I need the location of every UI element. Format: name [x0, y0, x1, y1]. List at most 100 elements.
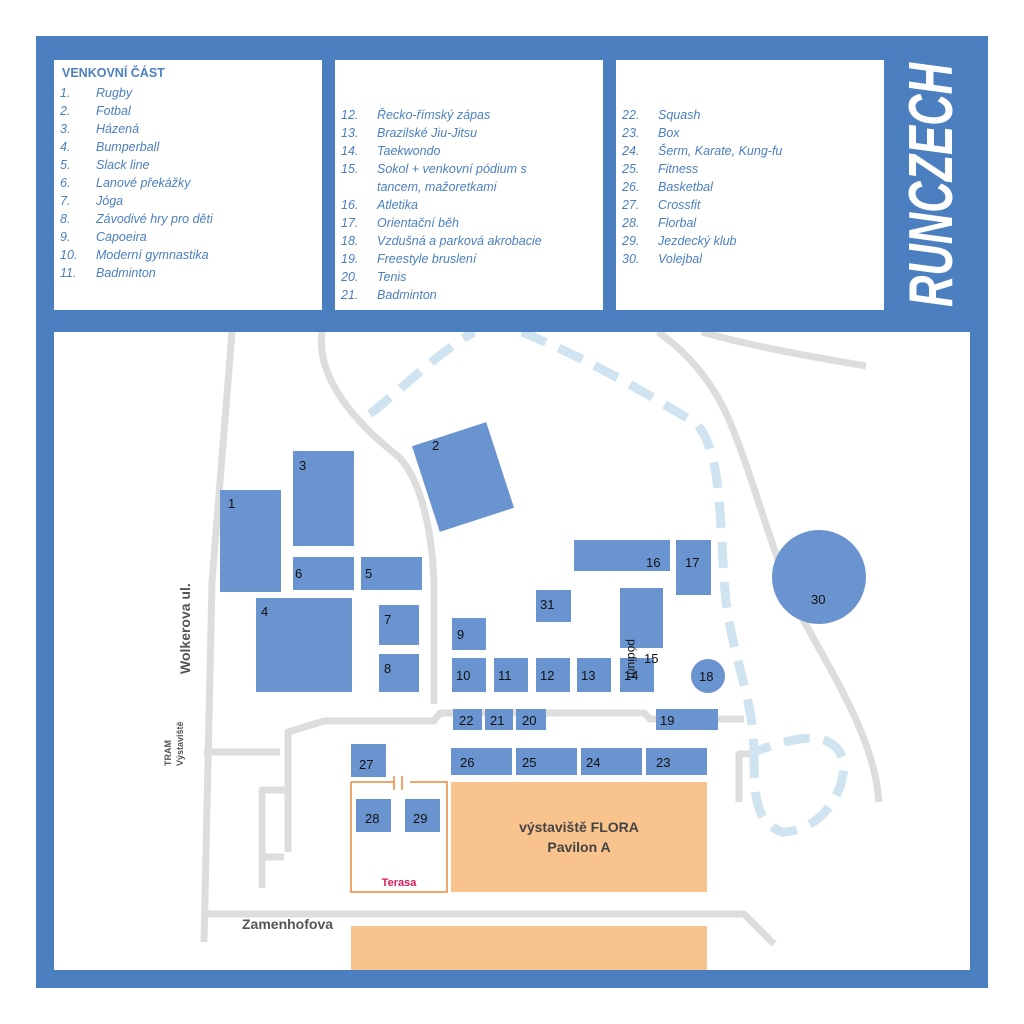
- legend-item-label: Taekwondo: [377, 144, 441, 158]
- route-east-segment: [520, 332, 759, 753]
- zone-19-freestyle-brusleni[interactable]: [656, 709, 718, 730]
- legend-item-number: 18.: [341, 234, 359, 248]
- zone-5-slack-line[interactable]: [361, 557, 422, 590]
- zone-31[interactable]: [536, 590, 571, 622]
- legend-item: 27.Crossfit: [622, 196, 782, 214]
- zone-26-basketbal[interactable]: [451, 748, 512, 775]
- zone-22-squash[interactable]: [453, 709, 482, 730]
- legend-item-label: Slack line: [96, 158, 150, 172]
- zone-30-volejbal[interactable]: [772, 530, 866, 624]
- zone-label: 11: [498, 668, 512, 683]
- zone-8-zavodive-hry[interactable]: [379, 654, 419, 692]
- legend-item-number: 1.: [60, 86, 71, 100]
- legend-item: 13.Brazilské Jiu-Jitsu: [341, 124, 567, 142]
- zone-17-orientacni-beh[interactable]: [676, 540, 711, 595]
- zone-28-florbal[interactable]: [356, 799, 391, 832]
- zone-label: 18: [699, 669, 713, 684]
- map-frame: VENKOVNÍ ČÁST 1.Rugby 2.Fotbal 3.Házená …: [36, 36, 988, 988]
- zone-label: 24: [586, 755, 600, 770]
- zone-label: 22: [459, 713, 473, 728]
- legend-item-label: Rugby: [96, 86, 133, 100]
- zone-label: 6: [295, 566, 302, 581]
- zone-label: 13: [581, 668, 595, 683]
- zone-3-hazena[interactable]: [293, 451, 354, 546]
- zone-2-fotbal[interactable]: [412, 422, 514, 532]
- legend-item: 29.Jezdecký klub: [622, 232, 782, 250]
- zone-9-capoeira[interactable]: [452, 618, 486, 650]
- legend-item-label: Freestyle bruslení: [377, 252, 477, 266]
- zone-label: 10: [456, 668, 470, 683]
- legend-item: 5. Slack line: [60, 156, 213, 174]
- zone-15-sokol-podium[interactable]: [620, 588, 663, 648]
- legend-item: 30.Volejbal: [622, 250, 782, 268]
- route-north-segment: [367, 332, 477, 418]
- legend-item: 17.Orientační běh: [341, 214, 567, 232]
- zone-label: 16: [646, 555, 660, 570]
- zone-10-moderni-gymnastika[interactable]: [452, 658, 486, 692]
- zone-label: 31: [540, 597, 554, 612]
- zone-12-recko-rimsky-zapas[interactable]: [536, 658, 570, 692]
- legend-item: 7.Jóga: [60, 192, 213, 210]
- legend-item-label: Orientační běh: [377, 216, 459, 230]
- legend-item-number: 13.: [341, 126, 359, 140]
- legend-item-number: 5.: [60, 158, 71, 172]
- legend-item: 4.Bumperball: [60, 138, 213, 156]
- legend-item-number: 10.: [60, 248, 78, 262]
- legend-item-label: Fotbal: [96, 104, 131, 118]
- zone-20-tenis[interactable]: [516, 709, 546, 730]
- running-route: [367, 332, 849, 837]
- legend-item: 24.Šerm, Karate, Kung-fu: [622, 142, 782, 160]
- legend-item-number: 15.: [341, 162, 359, 176]
- zone-7-joga[interactable]: [379, 605, 419, 645]
- legend-item-label: Basketbal: [658, 180, 713, 194]
- zone-label: 7: [384, 612, 391, 627]
- zone-label: 14: [624, 668, 638, 683]
- street-label-wolkerova: Wolkerova ul.: [177, 583, 193, 674]
- zone-23-box[interactable]: [646, 748, 707, 775]
- legend-item: 25.Fitness: [622, 160, 782, 178]
- zone-24-serm-karate[interactable]: [581, 748, 642, 775]
- zone-13-brazilske-jiu-jitsu[interactable]: [577, 658, 611, 692]
- legend-item-number: 23.: [622, 126, 640, 140]
- legend-item-number: 3.: [60, 122, 71, 136]
- road-zamenhofova: [202, 910, 777, 947]
- legend-item: 18.Vzdušná a parková akrobacie: [341, 232, 567, 250]
- legend-item-number: 25.: [622, 162, 640, 176]
- road-wolkerova: [200, 332, 236, 943]
- legend-item-label: Squash: [658, 108, 701, 122]
- terrace-entrance: [393, 776, 403, 790]
- zone-29-jezdecky-klub[interactable]: [405, 799, 440, 832]
- legend-item-number: 20.: [341, 270, 359, 284]
- legend-item-number: 9.: [60, 230, 71, 244]
- zone-1-rugby[interactable]: [220, 490, 281, 592]
- runczech-logo: RUNCZECH: [886, 60, 972, 310]
- legend-item-label: Badminton: [96, 266, 156, 280]
- legend-item-number: 16.: [341, 198, 359, 212]
- legend-item: 1. Rugby: [60, 84, 213, 102]
- road-curve-north: [317, 332, 438, 704]
- zone-label: 5: [365, 566, 372, 581]
- legend-item-label: Jóga: [96, 194, 124, 208]
- zone-21-badminton[interactable]: [485, 709, 513, 730]
- legend-list: 22.Squash 23.Box 24.Šerm, Karate, Kung-f…: [622, 106, 782, 268]
- legend-heading: VENKOVNÍ ČÁST: [62, 66, 165, 80]
- legend-item: 23.Box: [622, 124, 782, 142]
- zone-16-atletika[interactable]: [574, 540, 670, 571]
- legend-item-label: Šerm, Karate, Kung-fu: [658, 144, 783, 158]
- zone-label: 20: [522, 713, 536, 728]
- zone-11-badminton[interactable]: [494, 658, 528, 692]
- zone-4-bumperball[interactable]: [256, 598, 352, 692]
- legend-item: 2.Fotbal: [60, 102, 213, 120]
- zone-6-lanove-prekazky[interactable]: [293, 557, 354, 590]
- terrace-outline: [350, 776, 448, 893]
- zone-27-crossfit[interactable]: [351, 744, 386, 777]
- roads: [200, 332, 883, 947]
- legend-item-label: Sokol + venkovní pódium s tancem, mažore…: [377, 162, 527, 194]
- zone-25-fitness[interactable]: [516, 748, 577, 775]
- zone-label: 27: [359, 757, 373, 772]
- zone-14-taekwondo[interactable]: [620, 658, 654, 692]
- zone-18-akrobacie[interactable]: [691, 659, 725, 693]
- legend-item: 26.Basketbal: [622, 178, 782, 196]
- zone-labels: 1 2 3 4 5 6 7 8 9 10 11 12 13 14 15 pódi…: [228, 438, 825, 826]
- legend-item-number: 29.: [622, 234, 640, 248]
